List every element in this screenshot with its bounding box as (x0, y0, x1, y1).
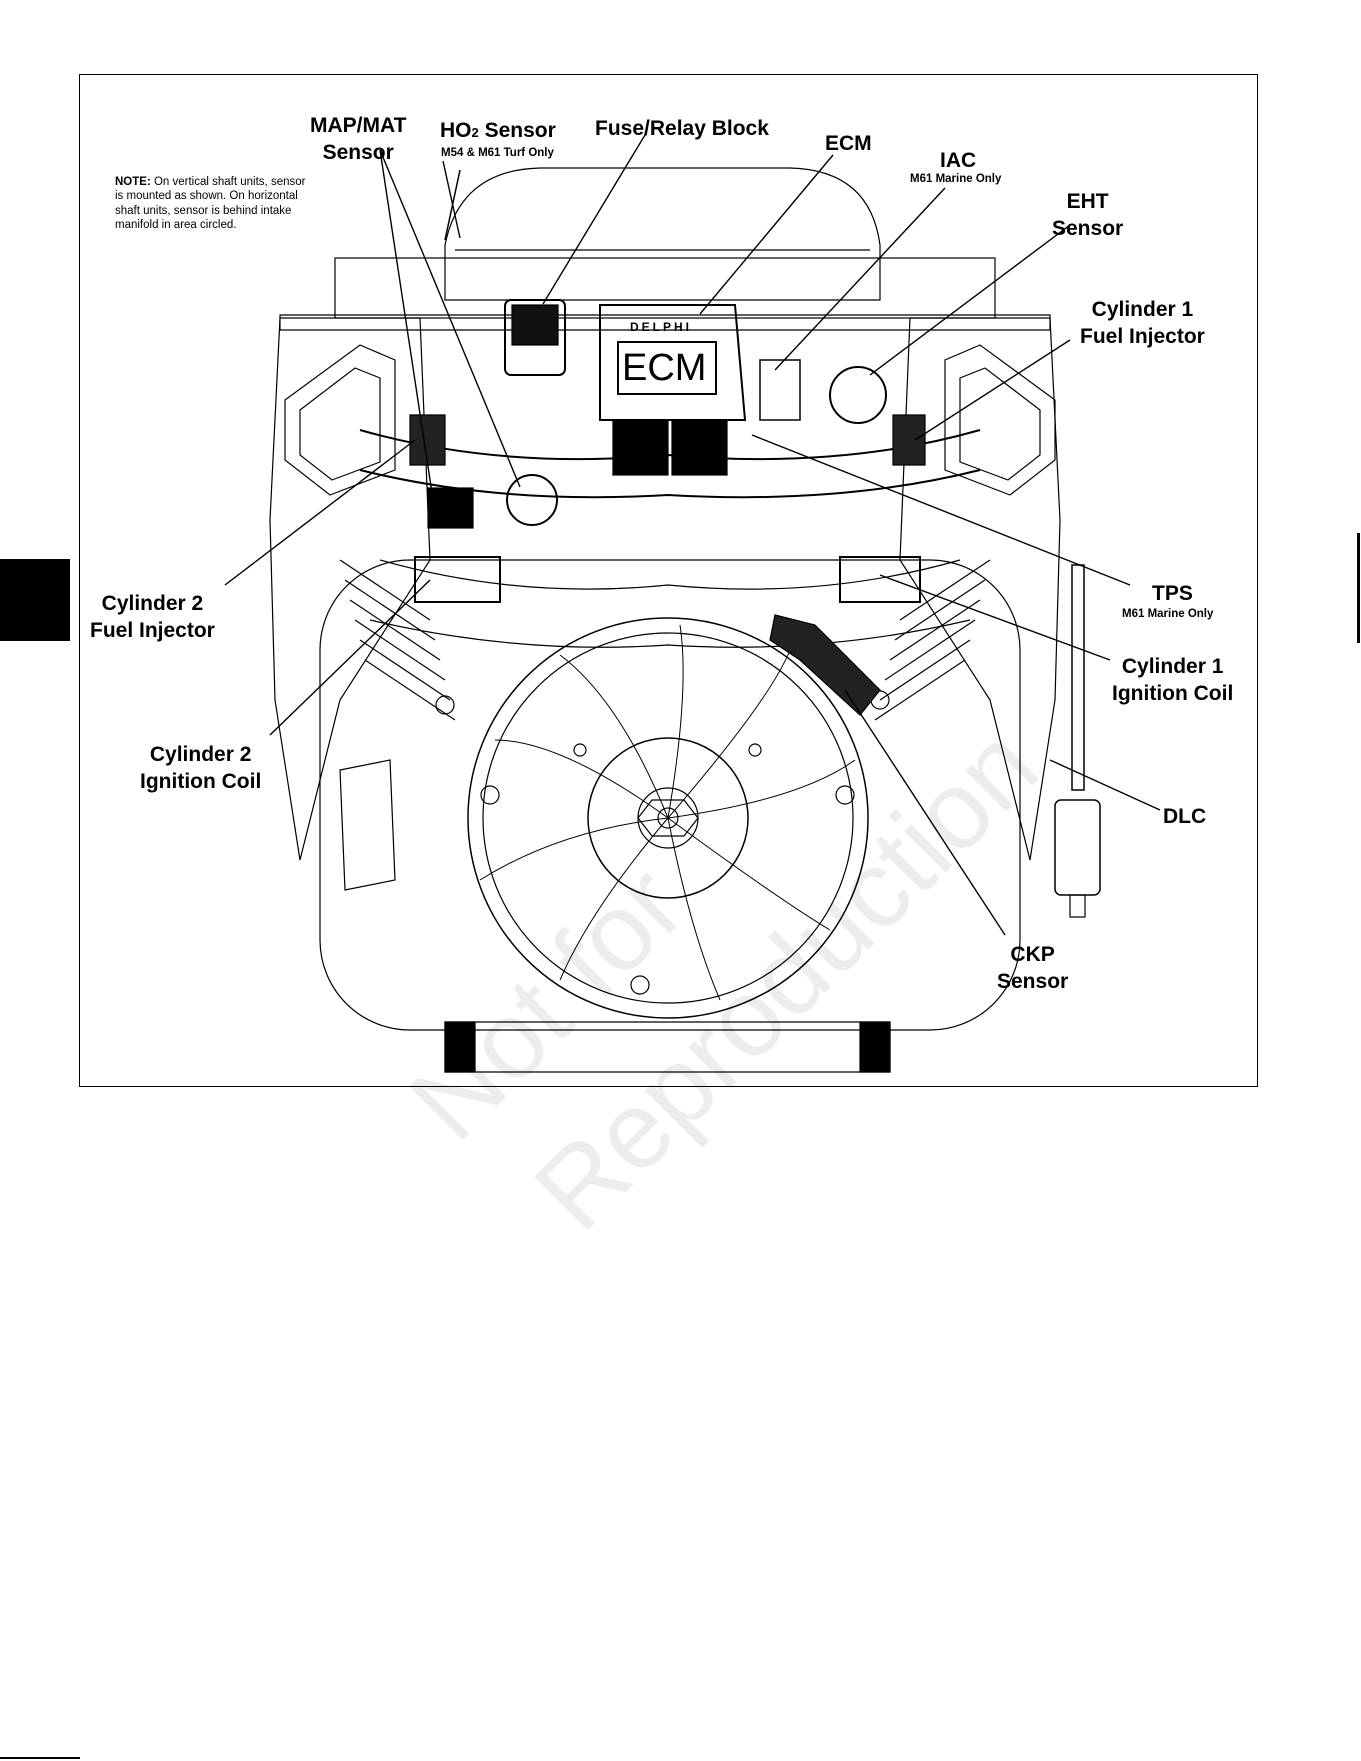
label-ho2-sensor: HO2 Sensor (440, 117, 556, 146)
section-tab (0, 559, 70, 641)
label-ecm: ECM (825, 132, 872, 155)
cylinder-1-ignition-coil (839, 556, 921, 603)
label-fuse-relay-block: Fuse/Relay Block (595, 117, 769, 140)
note-prefix: NOTE: (115, 176, 151, 188)
ecm-connector-gray (671, 419, 728, 476)
label-cylinder-2-ignition-coil: Cylinder 2 Ignition Coil (140, 743, 262, 793)
ckp-sensor (769, 614, 881, 716)
dlc-lead (1071, 564, 1085, 791)
cooling-fins-left (339, 559, 456, 721)
right-valve-cover (944, 344, 1056, 496)
figure-frame (79, 74, 1258, 1087)
ecm-face-label: ECM (622, 347, 707, 389)
label-iac: IAC (940, 149, 977, 172)
mounting-bolts (435, 690, 890, 995)
delphi-brand: DELPHI (630, 320, 693, 334)
ho2-main: HO (440, 119, 472, 142)
cylinder-1-injector (892, 414, 926, 466)
label-cylinder-1-ignition-coil: Cylinder 1 Ignition Coil (1112, 655, 1234, 705)
dlc-connector (1054, 799, 1101, 896)
intake-manifold (359, 429, 981, 461)
flywheel-nut (637, 799, 699, 837)
cylinder-1-shroud (899, 317, 1061, 861)
cylinder-2-shroud (269, 317, 431, 861)
cylinder-2-ignition-coil (414, 556, 501, 603)
label-ckp-sensor: CKP Sensor (997, 943, 1069, 993)
left-valve-cover (284, 344, 396, 496)
blower-housing (319, 559, 1021, 1031)
map-mat-sensor (427, 487, 474, 529)
left-bracket (339, 759, 396, 891)
label-iac-note: M61 Marine Only (910, 173, 1002, 185)
label-tps-note: M61 Marine Only (1122, 608, 1214, 620)
flywheel-screen (467, 617, 869, 1019)
air-cleaner-cover (444, 167, 881, 301)
label-dlc: DLC (1163, 805, 1207, 828)
cylinder-2-injector (409, 414, 446, 466)
cooling-fins-right (874, 559, 991, 721)
label-eht-sensor: EHT Sensor (1052, 190, 1124, 240)
label-map-mat-sensor: MAP/MAT Sensor (310, 114, 407, 164)
fuse-relay-block (504, 299, 566, 376)
leader-lines (224, 134, 1161, 936)
blower-housing-top (334, 257, 996, 319)
figure-note: NOTE: On vertical shaft units, sensor is… (115, 175, 315, 232)
flywheel-hub (587, 737, 749, 899)
label-ho2-note: M54 & M61 Turf Only (441, 147, 554, 159)
label-cylinder-2-fuel-injector: Cylinder 2 Fuel Injector (90, 592, 215, 642)
ecm-housing (599, 304, 747, 421)
map-circle (506, 474, 558, 526)
label-cylinder-1-fuel-injector: Cylinder 1 Fuel Injector (1080, 298, 1205, 348)
footer-rule (0, 1757, 80, 1759)
label-tps: TPS (1152, 582, 1193, 605)
iac-valve (759, 359, 801, 421)
ho2-rest: Sensor (478, 119, 556, 142)
page-edge-mark (1357, 533, 1360, 643)
ecm-connector-black (612, 419, 669, 476)
eht-circle (829, 366, 887, 424)
ho2-subscript: 2 (471, 125, 479, 140)
note-text: On vertical shaft units, sensor is mount… (115, 176, 306, 231)
